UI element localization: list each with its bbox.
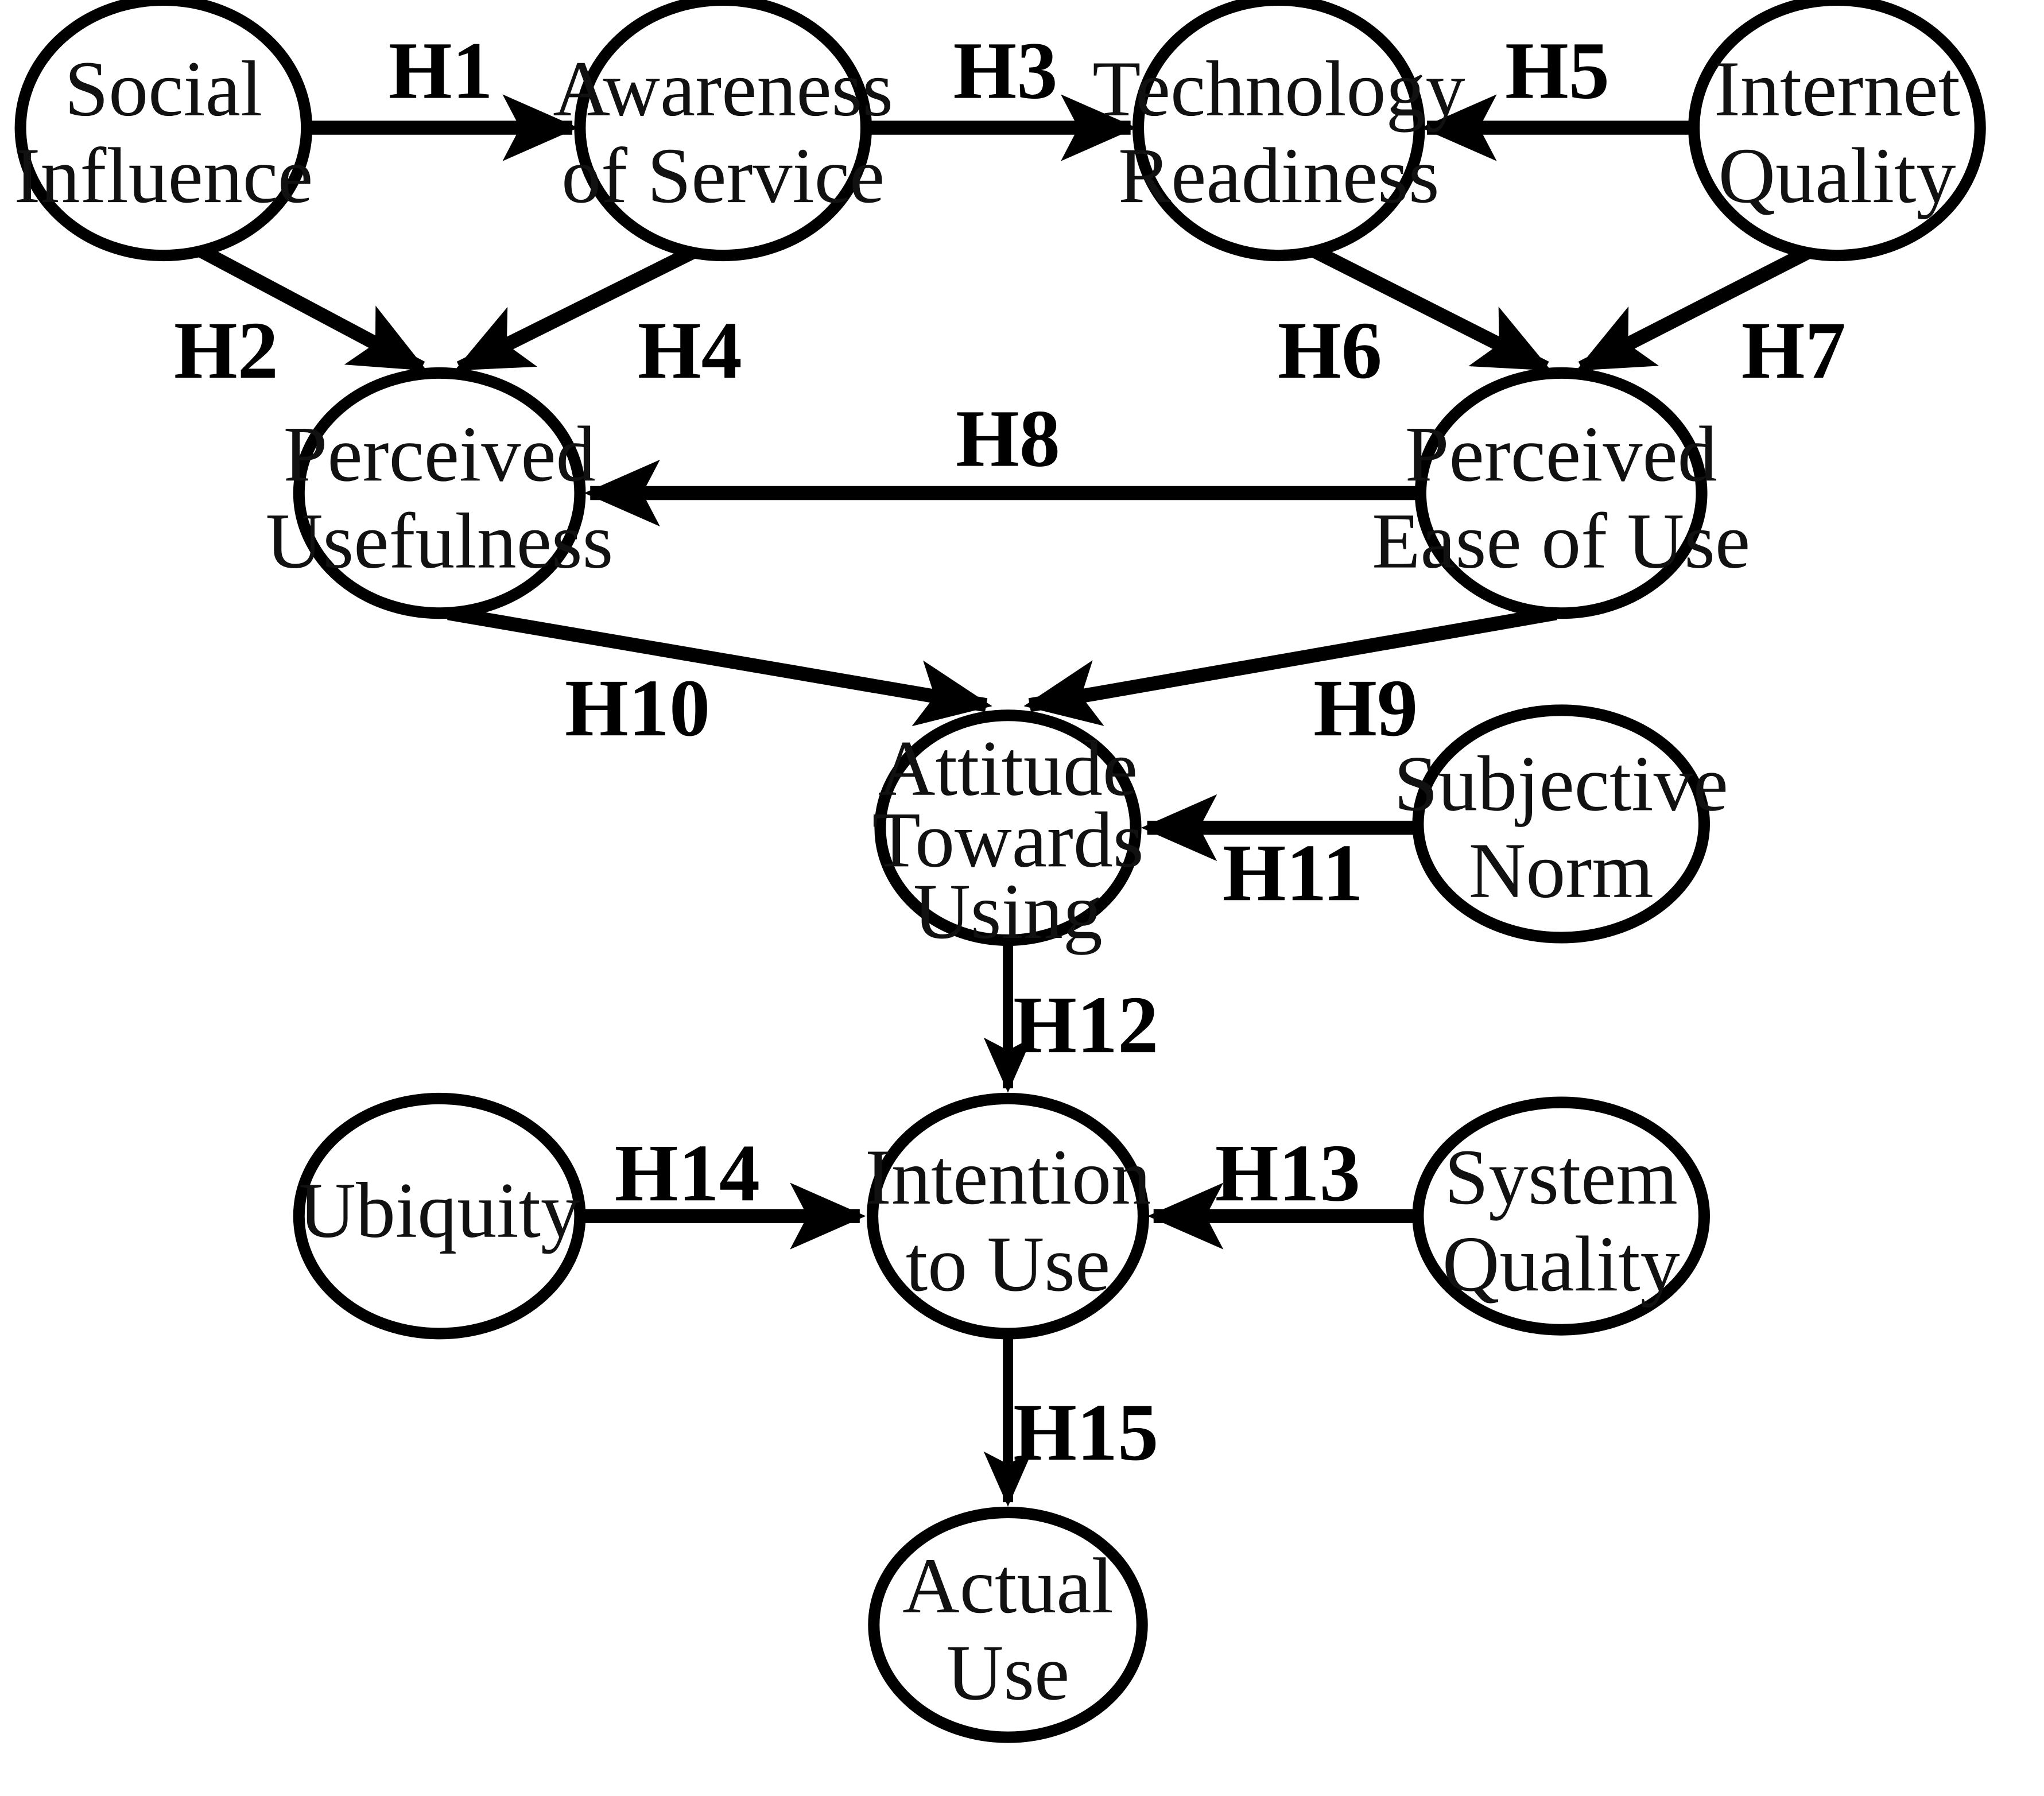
node-label-internet-quality-line2: Quality <box>1719 131 1956 219</box>
node-perceived-usefulness[interactable]: Perceived Usefulness <box>266 367 613 619</box>
node-label-social-influence-line2: Influence <box>14 131 313 219</box>
node-label-technology-readiness-line2: Readiness <box>1118 131 1439 219</box>
hypothesis-label-h13: H13 <box>1215 1127 1360 1218</box>
node-shape-awareness-of-service[interactable] <box>574 0 872 262</box>
node-label-perceived-ease-of-use-line1: Perceived <box>1405 410 1717 498</box>
node-internet-quality[interactable]: Internet Quality <box>1688 0 1986 262</box>
node-label-awareness-of-service-line2: of Service <box>561 131 885 219</box>
hypothesis-label-layer: H1 H2 H3 H4 H5 H6 H7 H8 H9 H10 H11 H12 H… <box>174 25 1846 1477</box>
hypothesis-label-h9: H9 <box>1313 662 1418 753</box>
hypothesis-label-h6: H6 <box>1278 305 1382 395</box>
edge-layer <box>195 94 1815 1507</box>
node-shape-perceived-ease-of-use[interactable] <box>1414 367 1708 619</box>
node-shape-actual-use[interactable] <box>868 1506 1148 1743</box>
node-label-subjective-norm-line1: Subjective <box>1394 739 1728 827</box>
node-ubiquity[interactable]: Ubiquity <box>293 1092 586 1340</box>
edge-h6 <box>1307 243 1552 374</box>
node-label-intention-to-use-line1: Intention <box>865 1133 1151 1221</box>
node-label-technology-readiness-line1: Technology <box>1092 45 1465 133</box>
hypothesis-label-h7: H7 <box>1742 305 1846 395</box>
node-attitude-towards-using[interactable]: Attitude Towards Using <box>872 709 1144 955</box>
node-system-quality[interactable]: System Quality <box>1412 1096 1710 1336</box>
node-label-perceived-ease-of-use-line2: Ease of Use <box>1372 497 1750 585</box>
node-label-intention-to-use-line2: to Use <box>906 1220 1110 1308</box>
node-label-attitude-towards-using-line2: Towards <box>872 796 1143 883</box>
node-label-ubiquity-line1: Ubiquity <box>298 1166 580 1254</box>
node-layer: Social Influence Awareness of Service Te… <box>14 0 1986 1743</box>
hypothesis-label-h8: H8 <box>956 393 1060 484</box>
node-shape-subjective-norm[interactable] <box>1412 704 1710 944</box>
node-social-influence[interactable]: Social Influence <box>14 0 313 262</box>
node-actual-use[interactable]: Actual Use <box>868 1506 1148 1743</box>
node-shape-perceived-usefulness[interactable] <box>293 367 586 619</box>
node-technology-readiness[interactable]: Technology Readiness <box>1092 0 1465 262</box>
hypothesis-label-h10: H10 <box>565 662 710 753</box>
node-awareness-of-service[interactable]: Awareness of Service <box>553 0 893 262</box>
edge-h4 <box>454 244 700 374</box>
hypothesis-label-h11: H11 <box>1223 827 1363 918</box>
node-label-attitude-towards-using-line3: Using <box>913 867 1103 955</box>
node-shape-intention-to-use[interactable] <box>867 1092 1149 1340</box>
node-label-internet-quality-line1: Internet <box>1714 45 1960 133</box>
node-label-subjective-norm-line2: Norm <box>1469 827 1654 914</box>
hypothesis-label-h12: H12 <box>1013 979 1158 1070</box>
hypothesis-label-h5: H5 <box>1505 25 1609 116</box>
node-shape-system-quality[interactable] <box>1412 1096 1710 1336</box>
node-intention-to-use[interactable]: Intention to Use <box>865 1092 1151 1340</box>
hypothesis-label-h3: H3 <box>953 25 1058 116</box>
node-shape-attitude-towards-using[interactable] <box>874 709 1142 946</box>
node-perceived-ease-of-use[interactable]: Perceived Ease of Use <box>1372 367 1750 619</box>
node-label-system-quality-line2: Quality <box>1442 1220 1680 1308</box>
hypothesis-label-h4: H4 <box>638 305 742 395</box>
node-label-actual-use-line2: Use <box>947 1628 1070 1716</box>
node-label-perceived-usefulness-line1: Perceived <box>284 410 596 498</box>
node-shape-ubiquity[interactable] <box>293 1092 586 1340</box>
edge-h2 <box>195 243 427 374</box>
node-shape-internet-quality[interactable] <box>1688 0 1986 262</box>
node-label-attitude-towards-using-line1: Attitude <box>878 724 1138 812</box>
node-label-awareness-of-service-line1: Awareness <box>553 45 893 133</box>
hypothesis-label-h15: H15 <box>1013 1387 1158 1477</box>
node-subjective-norm[interactable]: Subjective Norm <box>1394 704 1728 944</box>
node-shape-social-influence[interactable] <box>14 0 313 262</box>
hypothesis-label-h2: H2 <box>174 305 278 395</box>
edge-h9 <box>1023 606 1557 726</box>
edge-h7 <box>1576 244 1815 374</box>
node-label-actual-use-line1: Actual <box>902 1542 1114 1630</box>
node-shape-technology-readiness[interactable] <box>1132 0 1425 262</box>
node-label-social-influence-line1: Social <box>64 45 262 133</box>
node-label-perceived-usefulness-line2: Usefulness <box>266 497 613 585</box>
node-label-system-quality-line1: System <box>1445 1133 1678 1221</box>
hypothesis-label-h14: H14 <box>615 1127 760 1218</box>
edge-h10 <box>447 606 992 727</box>
hypothesis-label-h1: H1 <box>389 25 493 116</box>
